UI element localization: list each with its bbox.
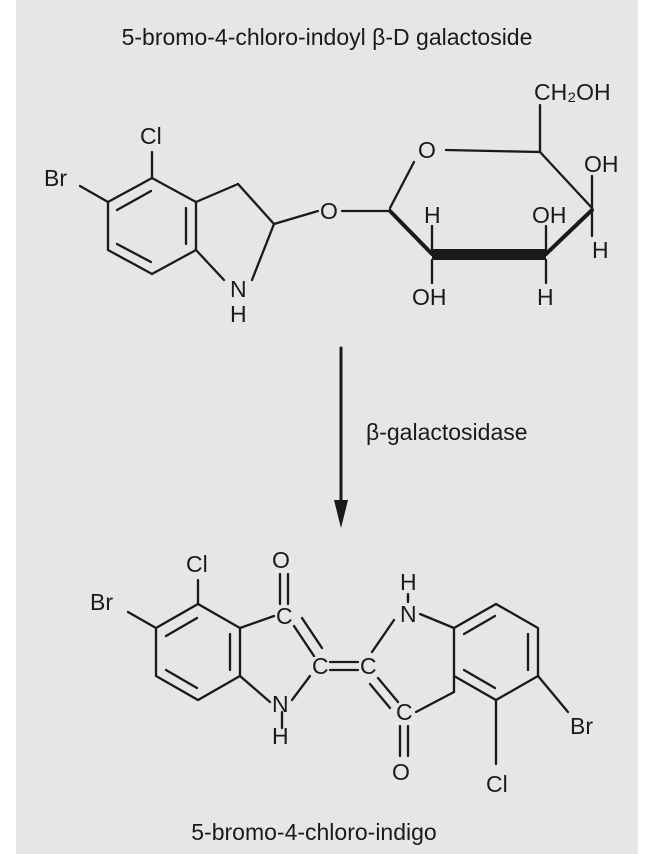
atom-o-right: O [392,759,410,785]
atom-oh-c2: OH [412,284,447,310]
bond-c3-o [272,209,320,226]
arrow-head [334,500,348,528]
atom-h-c2: H [424,202,441,228]
ring-c3-c4 [544,208,594,256]
ring-bond-c3-c2 [236,182,276,226]
right-benzene-double-3 [462,668,497,690]
atom-c-left: C [276,603,293,629]
atom-cl: Cl [140,123,162,149]
atom-br: Br [44,165,67,191]
right-ring-c3-c3a [414,690,456,714]
right-ring-n-c7a [418,612,456,630]
right-ring-c2-c3 [376,676,400,704]
atom-h-c3: H [537,284,554,310]
atom-ring-o: O [418,137,436,163]
atom-c-right: C [396,699,413,725]
atom-n-right: N [400,601,417,627]
substrate-name: 5-bromo-4-chloro-indoyl β-D galactoside [122,24,533,50]
atom-h-left: H [272,723,289,749]
substrate-indole: Cl Br N H O [44,123,338,327]
atom-c-center-left: C [312,653,329,679]
ring-c2-c3-wedge [432,249,546,260]
atom-nh-h: H [230,301,247,327]
right-benzene-bonds [452,602,540,702]
benzene-double-1 [115,189,153,212]
atom-nh-n: N [230,276,247,302]
left-c5-br [126,610,158,630]
atom-br-left: Br [90,589,113,615]
ring-o-c5 [444,148,542,154]
reaction-svg: 5-bromo-4-chloro-indoyl β-D galactoside … [44,24,619,845]
atom-glycosidic-o: O [320,198,338,224]
left-ring-c2-n [290,674,312,702]
product-name: 5-bromo-4-chloro-indigo [191,819,436,845]
atom-br-right: Br [570,713,593,739]
atom-cl-left: Cl [186,551,208,577]
benzene-ring-bonds [106,176,198,276]
ring-bond-c2-n [250,222,276,282]
left-ring-c3-c2 [292,624,316,658]
atom-n-left: N [272,691,289,717]
atom-o-left: O [272,547,290,573]
reaction-arrow [334,346,348,528]
left-benzene-double-3 [164,668,199,690]
atom-oh-c4: OH [584,151,619,177]
product-left-half: Cl Br O C C N H [90,547,329,749]
left-ring-c3-c2-double [300,616,324,650]
atom-cl-right: Cl [486,771,508,797]
ring-c1-o [388,160,416,210]
benzene-double-3 [115,242,153,264]
ring-c5-c4 [538,150,594,210]
left-ring-n-c7a [238,674,272,704]
right-ring-c2-n [370,618,396,654]
right-c5-br [536,674,570,714]
product-right-half: C C N H O Cl Br [360,569,593,797]
enzyme-label: β-galactosidase [366,419,528,445]
substrate-galactose: O CH₂OH OH H OH H H OH [340,79,619,310]
ring-c1-c2 [388,209,434,256]
atom-h-right: H [400,569,417,595]
atom-ch2oh: CH₂OH [534,79,611,105]
left-benzene-double-1 [164,616,199,638]
right-benzene-double-1 [462,614,497,636]
atom-h-c4: H [592,237,609,263]
ring-bond-c3a-c3 [194,182,240,204]
left-ring-c3a-c3 [238,614,276,630]
atom-c-center-right: C [360,653,377,679]
bond-c5-br [78,184,110,204]
right-ring-c2-c3-double [368,682,392,710]
ring-bond-n-c7a [194,248,226,282]
reaction-diagram: 5-bromo-4-chloro-indoyl β-D galactoside … [16,0,638,854]
atom-oh-c3: OH [532,202,567,228]
